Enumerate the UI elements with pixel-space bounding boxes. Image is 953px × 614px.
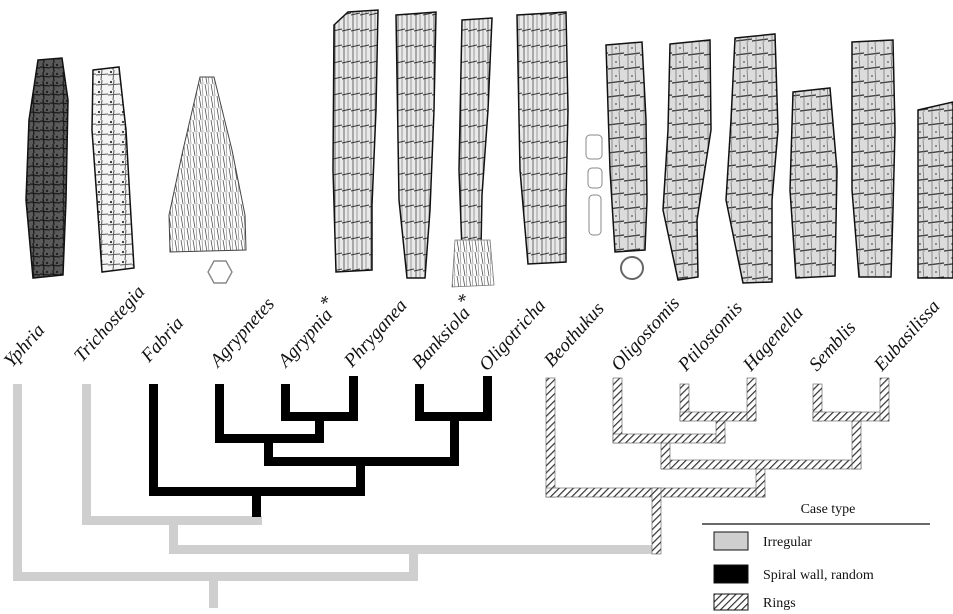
branch (281, 412, 358, 421)
taxon-label-agrypnetes: Agrypnetes (205, 294, 279, 373)
branch (756, 466, 765, 497)
taxon-label-oligotricha: Oligotricha (475, 295, 550, 375)
branch (264, 457, 459, 466)
legend-label-rings: Rings (763, 596, 796, 611)
case-type-legend: Case type Irregular Spiral wall, random … (702, 502, 930, 611)
semblis-case (852, 40, 895, 277)
branch (356, 461, 365, 496)
branch (252, 487, 261, 517)
branch (13, 384, 22, 581)
branch (680, 412, 756, 421)
hagenella-case (790, 88, 837, 278)
taxon-label-semblis: Semblis (805, 317, 860, 375)
branch (349, 376, 358, 421)
taxon-label-yphria: Yphria (0, 320, 49, 371)
legend-swatch-irregular (714, 532, 748, 550)
ptilostomis-case (726, 34, 778, 283)
branch (652, 488, 661, 554)
rings-branches (546, 378, 889, 554)
taxon-label-hagenella: Hagenella (738, 302, 807, 376)
agrypnetes-case (333, 10, 378, 272)
branch (880, 378, 889, 421)
legend-swatch-spiral (714, 565, 748, 583)
banksiola-case (452, 18, 494, 287)
branch (415, 412, 492, 421)
phryganea-case (396, 12, 436, 278)
taxon-label-oligostomis: Oligostomis (607, 293, 684, 375)
branch (747, 378, 756, 421)
eubasilissa-case (918, 102, 953, 278)
taxon-label-banksiola: Banksiola* (402, 290, 481, 373)
fabria-case (169, 77, 246, 283)
yphria-case (26, 58, 68, 278)
taxon-label-eubasilissa: Eubasilissa (869, 296, 944, 376)
branch (813, 412, 889, 421)
branch (483, 376, 492, 421)
branch (661, 460, 861, 469)
spiral-branches (149, 376, 492, 517)
branch (82, 384, 91, 525)
taxon-label-beothukus: Beothukus (540, 298, 609, 371)
branch (149, 384, 158, 494)
oligotricha-case (517, 12, 568, 264)
taxon-label-agrypnia: Agrypnia* (267, 292, 344, 373)
branch (215, 434, 324, 443)
legend-swatch-rings (714, 594, 748, 610)
legend-label-irregular: Irregular (763, 535, 812, 550)
legend-label-spiral: Spiral wall, random (763, 568, 874, 583)
trichostegia-case (92, 67, 134, 272)
branch (209, 572, 218, 608)
branch (169, 545, 661, 554)
branch (613, 434, 725, 443)
branch (546, 378, 555, 497)
beothukus-case (586, 42, 647, 279)
taxon-label-ptilostomis: Ptilostomis (673, 298, 746, 376)
taxon-label-fabria: Fabria (136, 313, 188, 367)
taxon-label-phryganea: Phryganea (339, 295, 411, 372)
oligostomis-case (663, 40, 711, 280)
branch (613, 378, 622, 443)
legend-title: Case type (801, 502, 856, 517)
